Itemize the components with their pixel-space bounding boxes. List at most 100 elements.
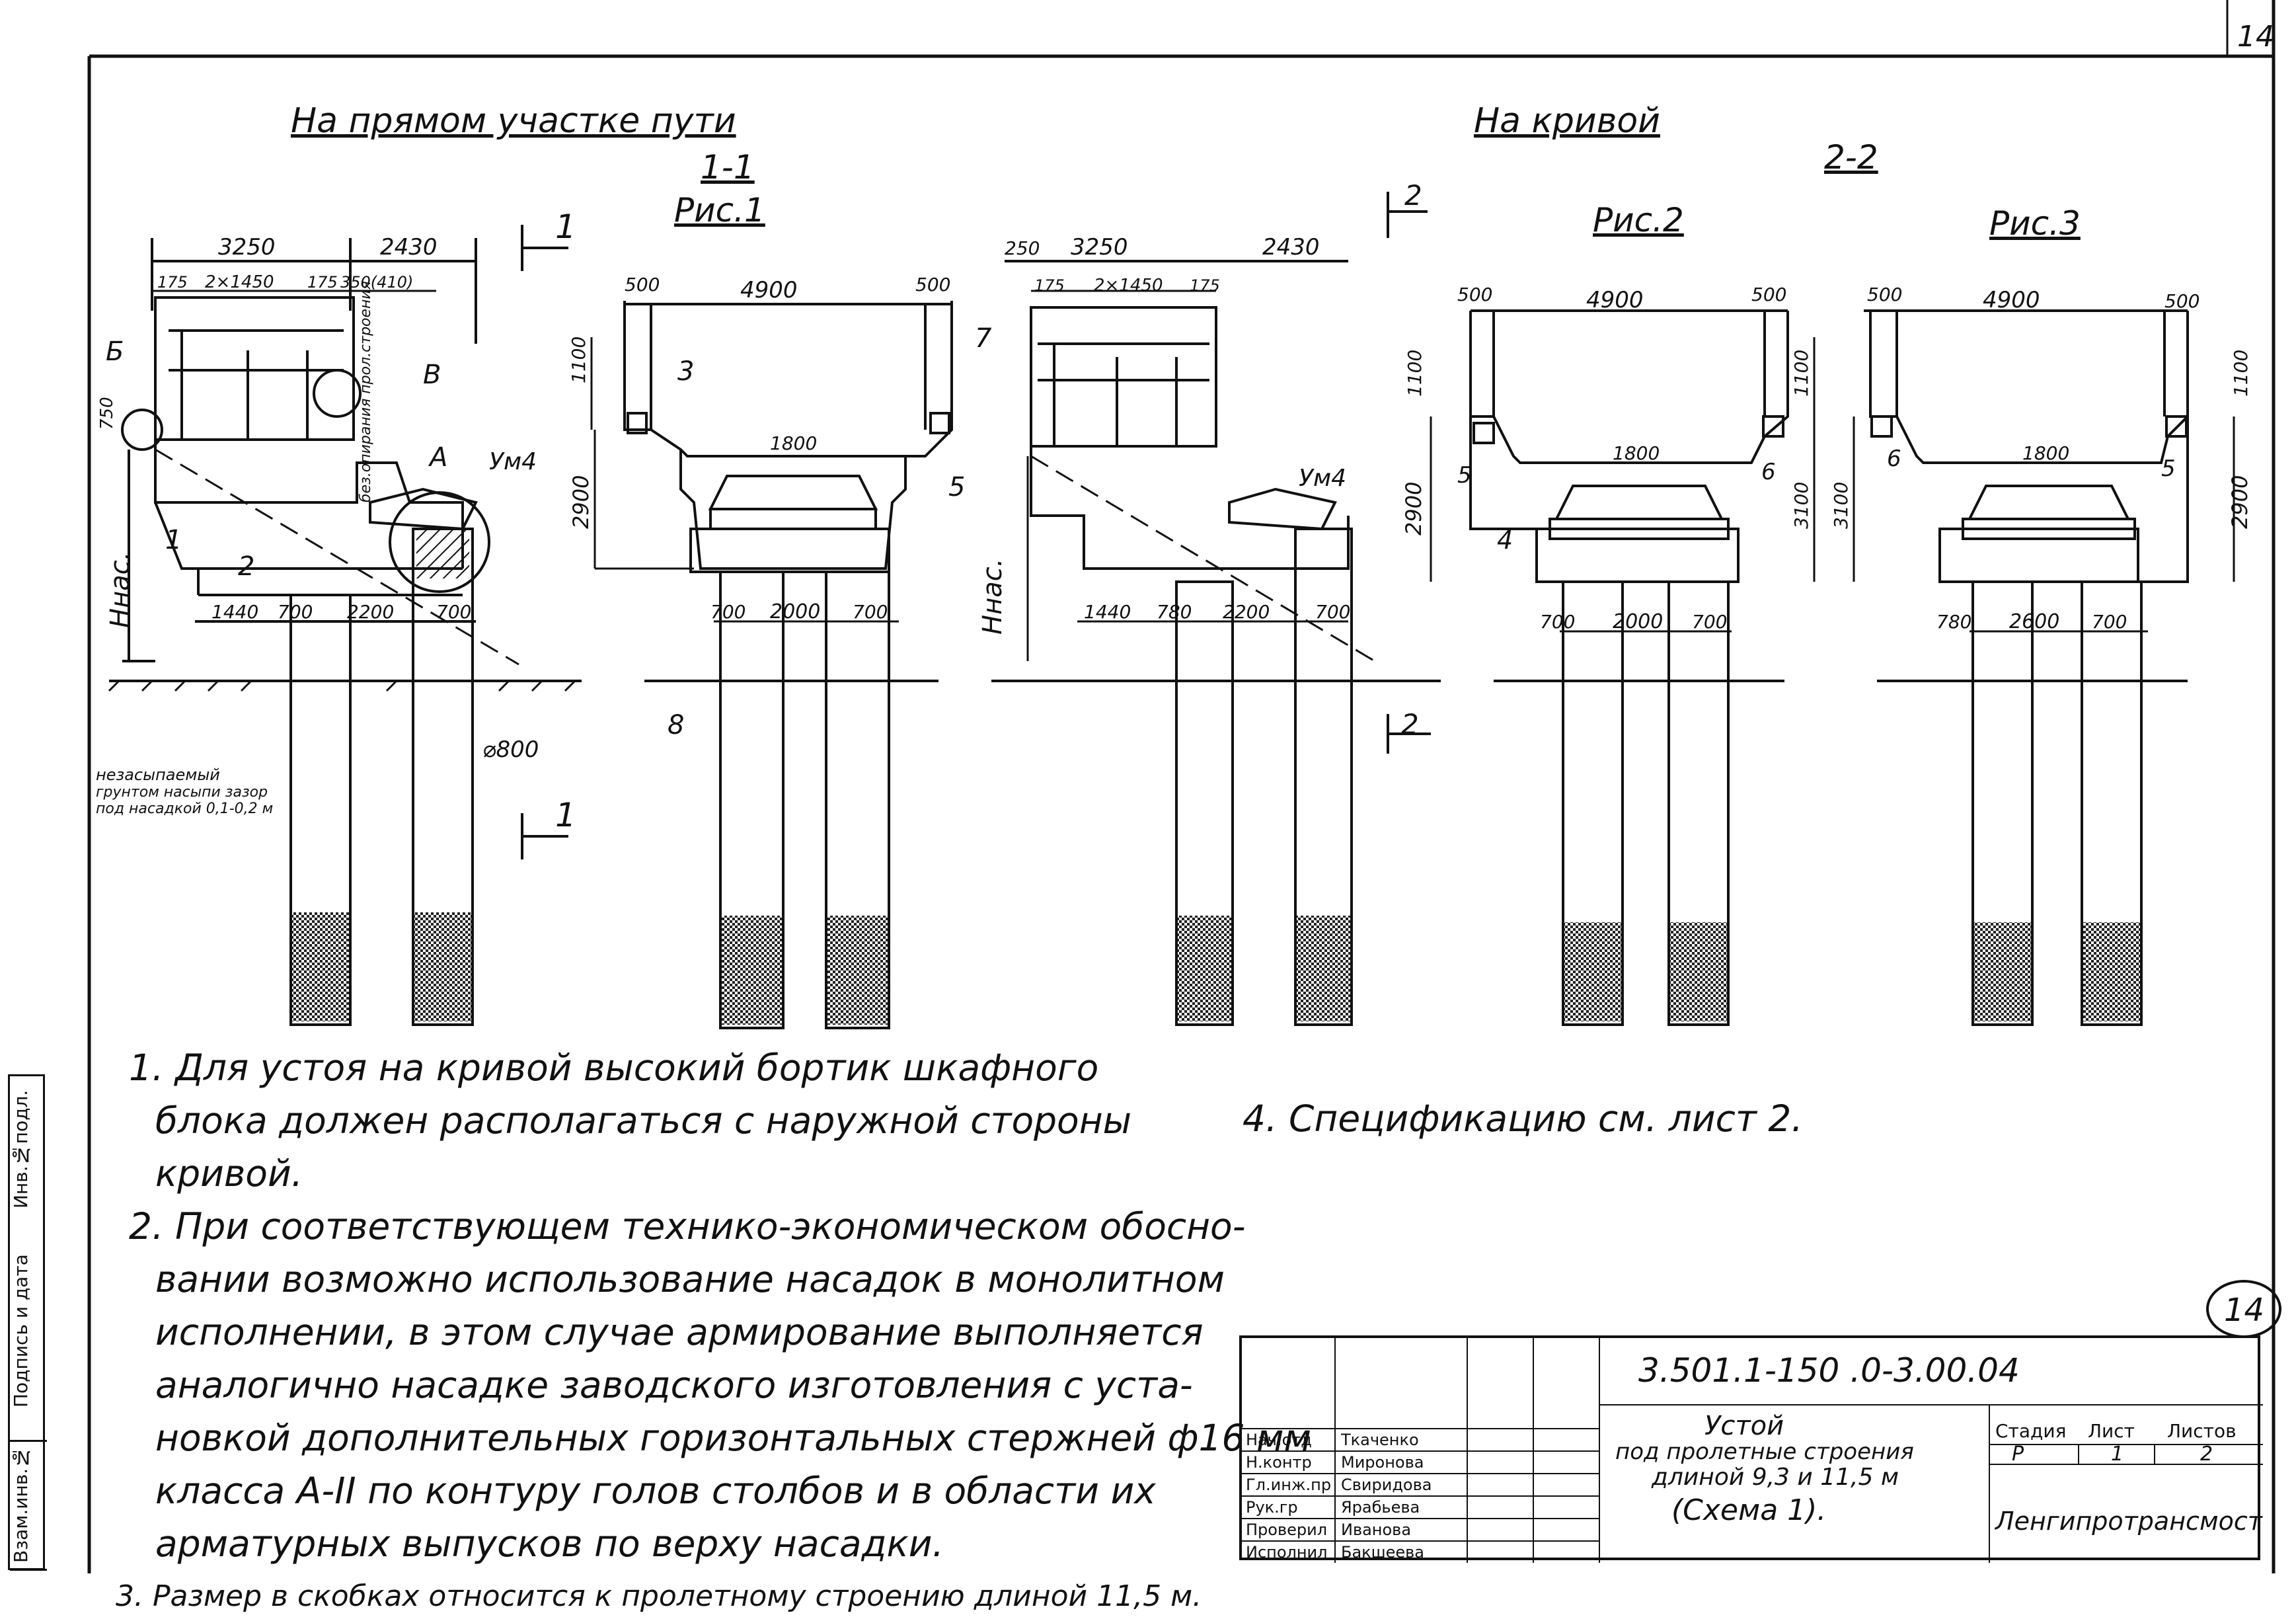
role: Н.контр (1246, 1453, 1312, 1472)
dim-1100-b: 1100 (1404, 350, 1426, 397)
dim-500-d: 500 (1751, 284, 1786, 305)
note-line: арматурных выпусков по верху насадки. (155, 1523, 944, 1565)
dim-4900-c: 4900 (1983, 287, 2040, 313)
dim-700-e: 700 (1315, 601, 1350, 623)
callout-6-a: 6 (1761, 459, 1776, 485)
callout-1: 1 (165, 525, 182, 555)
heading-straight: На прямом участке пути (291, 101, 736, 141)
dim-2430-b: 2430 (1262, 234, 1320, 260)
note-line: новкой дополнительных горизонтальных сте… (155, 1417, 1311, 1459)
label-h-nas-a: Ннас. (105, 552, 135, 628)
role: Проверил (1246, 1521, 1328, 1539)
notes-block: 1. Для устоя на кривой высокий бортик шк… (116, 1041, 1311, 1623)
fig2-front-view (1430, 309, 1816, 1026)
organization: Ленгипротрансмост (1995, 1507, 2262, 1536)
signature-row: Н.контр Миронова (1242, 1450, 1599, 1474)
signature-row: Исполнил Бакшеева (1242, 1540, 1599, 1564)
dim-1800-b: 1800 (1613, 442, 1660, 464)
heading-fig2: Рис.2 (1593, 201, 1684, 239)
heading-curve: На кривой (1474, 101, 1660, 141)
dim-750: 750 (97, 397, 117, 430)
callout-8: 8 (668, 710, 684, 740)
person-name: Бакшеева (1341, 1543, 1425, 1562)
note-line: исполнении, в этом случае армирование вы… (155, 1311, 1204, 1353)
dim-350: 350(410) (340, 273, 413, 292)
dim-175-d: 175 (1190, 276, 1220, 295)
section-mark-2-top: 2 (1404, 179, 1422, 212)
label-backfill-2: грунтом насыпи зазор (96, 784, 268, 801)
dim-700-d: 700 (853, 601, 888, 623)
note-line: вании возможно использование насадок в м… (155, 1258, 1225, 1300)
dim-1100-d: 1100 (2230, 350, 2252, 397)
side-stamp-strip: Инв.№подл. Подпись и дата Взам.инв.№ (8, 1074, 47, 1571)
dim-700-c: 700 (710, 601, 746, 623)
note-line: кривой. (155, 1152, 303, 1195)
person-name: Свиридова (1341, 1476, 1432, 1494)
title-line-3: длиной 9,3 и 11,5 м (1652, 1464, 1899, 1491)
dim-2x1450-a: 2×1450 (205, 272, 274, 292)
heading-section-1: 1-1 (701, 148, 755, 186)
label-d800: ⌀800 (482, 736, 539, 763)
dim-2430-a: 2430 (380, 234, 438, 260)
label-span-support: без.опирания прол.строения (358, 281, 374, 502)
dim-4900-a: 4900 (740, 277, 798, 303)
dim-700-h: 700 (2092, 611, 2127, 633)
label-um4-a: Ум4 (489, 448, 537, 475)
dim-175-c: 175 (1034, 276, 1065, 295)
person-name: Иванова (1341, 1521, 1412, 1539)
sheets-value: 2 (2200, 1443, 2213, 1466)
person-name: Миронова (1341, 1453, 1424, 1472)
label-h-nas-b: Ннас. (977, 559, 1008, 635)
dim-780: 780 (1157, 601, 1192, 623)
section-mark-1-bottom: 1 (555, 796, 576, 834)
dim-700-f: 700 (1540, 611, 1575, 633)
dim-3250-b: 3250 (1071, 234, 1128, 260)
dim-1440-a: 1440 (211, 601, 258, 623)
person-name: Ткаченко (1341, 1431, 1419, 1449)
dim-500-e: 500 (1867, 284, 1902, 305)
dim-2x1450-b: 2×1450 (1094, 276, 1163, 296)
dim-2000-a: 2000 (770, 600, 820, 623)
fig1-front-view (590, 301, 953, 1029)
role: Рук.гр (1246, 1498, 1298, 1517)
dim-3100-b: 3100 (1830, 482, 1852, 529)
dimension-labels: 3250 2430 175 2×1450 175 350(410) 750 14… (97, 234, 2252, 633)
signature-header-rows (1242, 1338, 1599, 1428)
dim-175-b: 175 (307, 273, 338, 292)
dim-2900-a: 2900 (568, 475, 593, 529)
dim-1800-c: 1800 (2022, 442, 2069, 464)
label-V: В (423, 360, 441, 390)
callout-3: 3 (677, 356, 694, 387)
stage-header: Стадия (1995, 1420, 2067, 1442)
role: Исполнил (1246, 1543, 1328, 1562)
sidebar-vzam-inv: Взам.инв.№ (10, 1440, 47, 1571)
fig1-side-view (108, 225, 582, 1026)
doc-code: 3.501.1-150 .0-3.00.04 (1638, 1351, 2020, 1390)
callout-7: 7 (975, 323, 992, 354)
heading-section-2: 2-2 (1824, 138, 1878, 177)
signature-row: Рук.гр Ярабьева (1242, 1495, 1599, 1519)
page-number: 14 (2237, 20, 2274, 54)
note-line: 1. Для устоя на кривой высокий бортик шк… (129, 1047, 1099, 1089)
label-backfill-1: незасыпаемый (96, 766, 220, 784)
dim-2900-b: 2900 (1401, 482, 1426, 535)
sheet-value: 1 (2111, 1443, 2124, 1466)
sheet-frame (87, 0, 2276, 1573)
label-A: А (428, 442, 447, 473)
dim-500-f: 500 (2164, 290, 2200, 312)
dim-2000-b: 2000 (1613, 610, 1663, 633)
dim-2200-b: 2200 (1223, 601, 1270, 623)
dim-1800-a: 1800 (770, 432, 817, 454)
label-B-left: Б (106, 336, 124, 367)
title-block: 3.501.1-150 .0-3.00.04 Устой под пролетн… (1239, 1335, 2263, 1563)
dim-700-a: 700 (278, 601, 313, 623)
dim-250: 250 (1005, 237, 1040, 259)
note-line: 3. Размер в скобках относится к пролетно… (116, 1579, 1202, 1613)
sidebar-inv-podl: Инв.№подл. (10, 1089, 32, 1208)
section-mark-2-bottom: 2 (1401, 708, 1419, 740)
note-line: аналогично насадке заводского изготовлен… (155, 1364, 1193, 1406)
dim-780-b: 780 (1936, 611, 1971, 633)
sheet-circle: 14 (2206, 1280, 2281, 1338)
sheet-circle-number: 14 (2224, 1292, 2264, 1329)
